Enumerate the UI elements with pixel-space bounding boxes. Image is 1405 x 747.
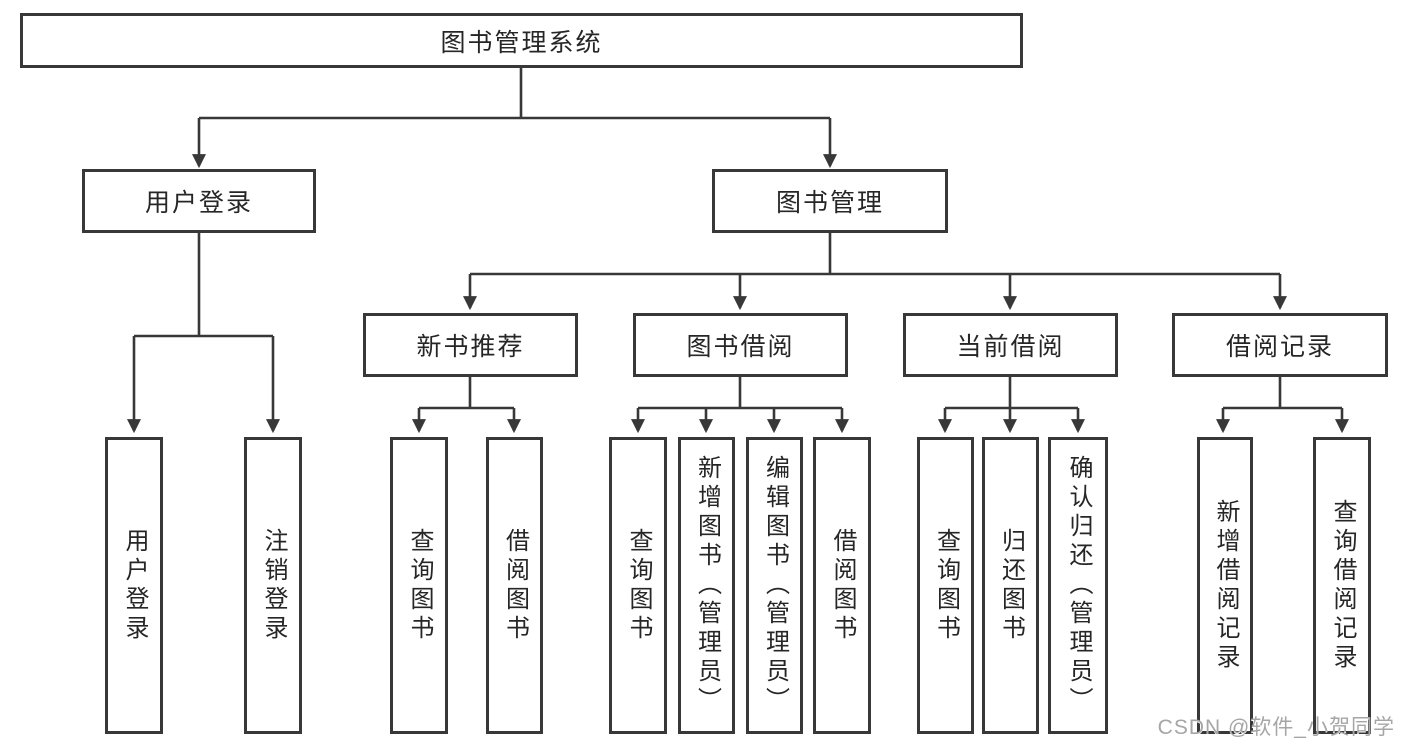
node-label: 用户登录: [144, 189, 253, 217]
node-label: 当前借阅: [956, 333, 1065, 361]
node-label: 借阅图书: [829, 527, 856, 644]
leaf-confirm-return-admin: 确认归还（管理员）: [1048, 437, 1108, 734]
node-label: 归还图书: [997, 527, 1025, 644]
node-label: 注销登录: [260, 527, 287, 644]
node-label: 新增借阅记录: [1212, 498, 1239, 673]
node-label: 查询图书: [406, 527, 433, 644]
leaf-add-borrow-record: 新增借阅记录: [1197, 437, 1253, 734]
watermark: CSDN @软件_小贺同学: [1157, 716, 1395, 739]
leaf-query-books-borrow: 查询图书: [609, 437, 667, 734]
leaf-query-books-current: 查询图书: [917, 437, 974, 734]
leaf-return-books: 归还图书: [982, 437, 1039, 734]
leaf-user-login: 用户登录: [105, 437, 163, 734]
node-label: 查询借阅记录: [1329, 498, 1356, 673]
leaf-query-books-recommend: 查询图书: [390, 437, 448, 734]
node-label: 图书借阅: [686, 333, 795, 361]
leaf-add-books-admin: 新增图书（管理员）: [678, 437, 735, 734]
node-label: 确认归还（管理员）: [1065, 455, 1092, 716]
node-label: 查询图书: [932, 527, 960, 644]
leaf-edit-books-admin: 编辑图书（管理员）: [746, 437, 803, 734]
node-label: 图书管理系统: [440, 28, 603, 57]
leaf-borrow-books: 借阅图书: [813, 437, 871, 734]
leaf-borrow-books-recommend: 借阅图书: [486, 437, 543, 734]
node-new-book-recommend: 新书推荐: [363, 313, 578, 377]
node-book-borrow: 图书借阅: [633, 313, 848, 377]
node-label: 编辑图书（管理员）: [761, 455, 789, 716]
node-label: 图书管理: [775, 189, 884, 217]
node-book-management: 图书管理: [712, 169, 948, 233]
node-label: 查询图书: [625, 527, 652, 644]
leaf-logout: 注销登录: [244, 437, 302, 734]
node-borrow-records: 借阅记录: [1172, 313, 1388, 377]
node-label: 借阅图书: [501, 527, 529, 644]
node-current-borrow: 当前借阅: [903, 313, 1118, 377]
node-label: 借阅记录: [1225, 333, 1334, 361]
node-user-login: 用户登录: [82, 169, 316, 233]
node-label: 新书推荐: [416, 333, 525, 361]
node-label: 新增图书（管理员）: [693, 455, 721, 716]
leaf-query-borrow-record: 查询借阅记录: [1313, 437, 1371, 734]
node-root-library-system: 图书管理系统: [20, 13, 1023, 68]
node-label: 用户登录: [121, 527, 148, 644]
